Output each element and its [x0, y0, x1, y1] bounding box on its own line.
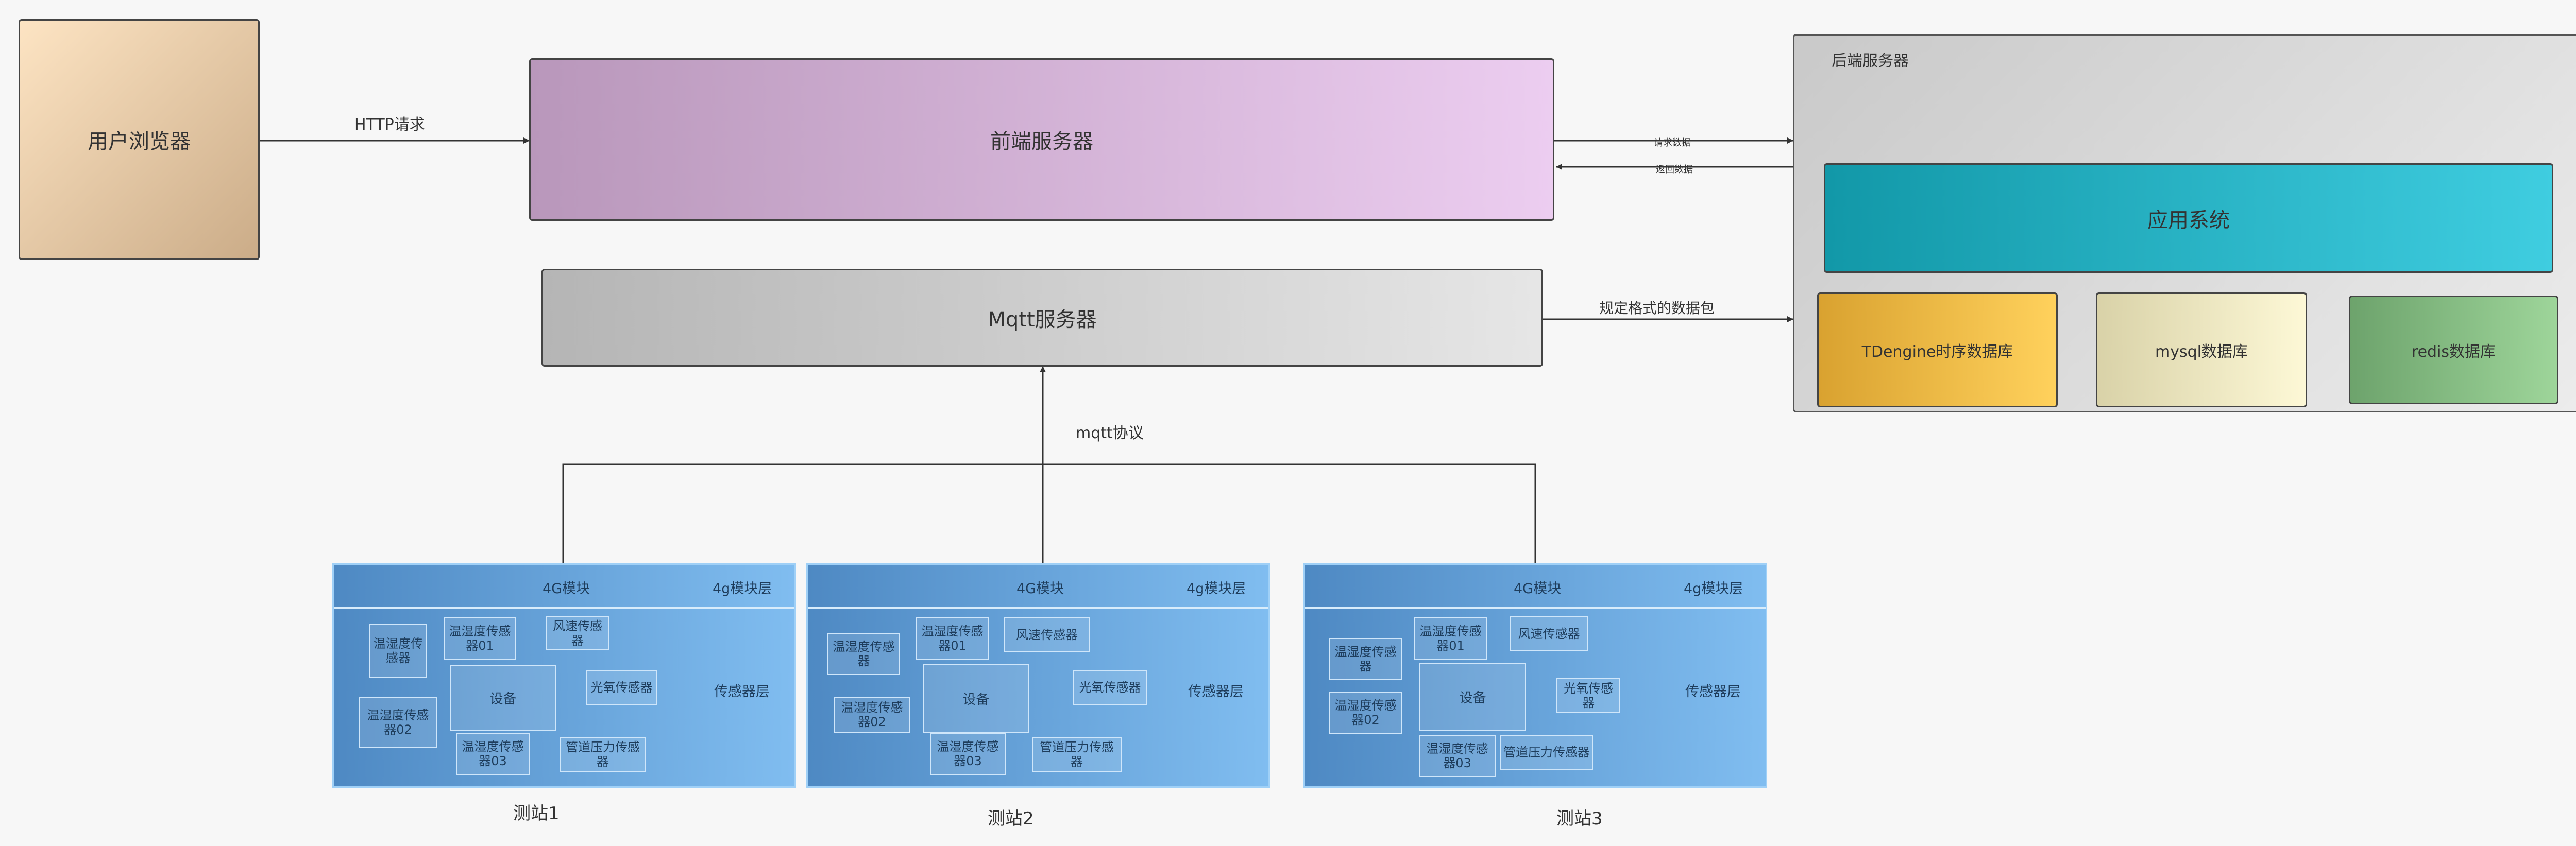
mysql-db-node: mysql数据库 — [2096, 292, 2307, 407]
sensor-box: 温湿度传感器02 — [1329, 692, 1402, 734]
sensor-box: 温湿度传感器 — [827, 633, 900, 675]
4g-module-layer-label: 4g模块层 — [1684, 581, 1743, 597]
4g-module-layer-label: 4g模块层 — [713, 581, 772, 597]
sensor-box: 风速传感器 — [546, 616, 609, 650]
station-1-panel: 4G模块 4g模块层 传感器层 温湿度传感器 温湿度传感器01 风速传感器 光氧… — [332, 563, 796, 788]
sensor-box: 风速传感器 — [1510, 616, 1588, 651]
backend-server-title: 后端服务器 — [1832, 52, 1909, 70]
sensor-box: 光氧传感器 — [1556, 678, 1620, 713]
application-system-label: 应用系统 — [2147, 208, 2230, 232]
mqtt-server-node: Mqtt服务器 — [541, 269, 1543, 367]
station-1-caption: 测站1 — [513, 803, 560, 824]
mqtt-bus-line — [562, 463, 1536, 565]
4g-module-label: 4G模块 — [1016, 581, 1064, 597]
mysql-db-label: mysql数据库 — [2155, 342, 2248, 361]
user-browser-label: 用户浏览器 — [88, 130, 191, 153]
sensor-box: 温湿度传感器03 — [930, 733, 1006, 775]
device-box: 设备 — [1419, 663, 1526, 731]
4g-module-label: 4G模块 — [543, 581, 590, 597]
tdengine-db-node: TDengine时序数据库 — [1817, 292, 2058, 407]
sensor-layer-label: 传感器层 — [1188, 684, 1244, 700]
sensor-box: 光氧传感器 — [586, 670, 657, 705]
sensor-layer-label: 传感器层 — [1685, 684, 1741, 700]
sensor-box: 温湿度传感器01 — [916, 617, 989, 660]
layer-divider — [808, 607, 1268, 609]
backend-server-container: 后端服务器 应用系统 TDengine时序数据库 mysql数据库 redis数… — [1793, 34, 2576, 412]
request-data-label: 请求数据 — [1654, 137, 1691, 148]
sensor-box: 温湿度传感器03 — [1419, 735, 1496, 777]
sensor-box: 管道压力传感器 — [560, 737, 646, 772]
redis-db-label: redis数据库 — [2411, 342, 2496, 361]
redis-db-node: redis数据库 — [2349, 296, 2558, 404]
station-3-caption: 测站3 — [1556, 808, 1603, 829]
sensor-box: 光氧传感器 — [1073, 670, 1147, 705]
sensor-box: 温湿度传感器02 — [359, 697, 437, 748]
station-2-caption: 测站2 — [988, 808, 1034, 829]
application-system-node: 应用系统 — [1824, 163, 2553, 273]
station-2-panel: 4G模块 4g模块层 传感器层 温湿度传感器 温湿度传感器01 风速传感器 光氧… — [806, 563, 1270, 788]
sensor-box: 温湿度传感器01 — [444, 617, 516, 660]
sensor-box: 温湿度传感器 — [369, 624, 427, 678]
sensor-box: 管道压力传感器 — [1500, 735, 1593, 770]
return-data-label: 返回数据 — [1656, 164, 1693, 175]
sensor-box: 温湿度传感器03 — [456, 733, 530, 775]
sensor-box: 温湿度传感器02 — [834, 697, 910, 733]
frontend-server-node: 前端服务器 — [529, 58, 1554, 221]
sensor-box: 管道压力传感器 — [1032, 737, 1122, 772]
4g-module-layer-label: 4g模块层 — [1187, 581, 1246, 597]
sensor-box: 风速传感器 — [1004, 617, 1090, 652]
user-browser-node: 用户浏览器 — [19, 19, 260, 260]
layer-divider — [334, 607, 794, 609]
4g-module-label: 4G模块 — [1514, 581, 1562, 597]
station-3-panel: 4G模块 4g模块层 传感器层 温湿度传感器 温湿度传感器01 风速传感器 光氧… — [1303, 563, 1767, 788]
http-request-label: HTTP请求 — [354, 116, 425, 134]
device-box: 设备 — [450, 665, 556, 731]
frontend-server-label: 前端服务器 — [990, 130, 1093, 153]
layer-divider — [1305, 607, 1766, 609]
tdengine-db-label: TDengine时序数据库 — [1861, 342, 2013, 361]
sensor-box: 温湿度传感器 — [1329, 638, 1402, 680]
device-box: 设备 — [923, 664, 1029, 733]
packet-label: 规定格式的数据包 — [1599, 300, 1715, 317]
mqtt-server-label: Mqtt服务器 — [988, 308, 1097, 332]
sensor-box: 温湿度传感器01 — [1414, 617, 1487, 660]
sensor-layer-label: 传感器层 — [714, 684, 770, 700]
mqtt-protocol-label: mqtt协议 — [1076, 424, 1144, 442]
